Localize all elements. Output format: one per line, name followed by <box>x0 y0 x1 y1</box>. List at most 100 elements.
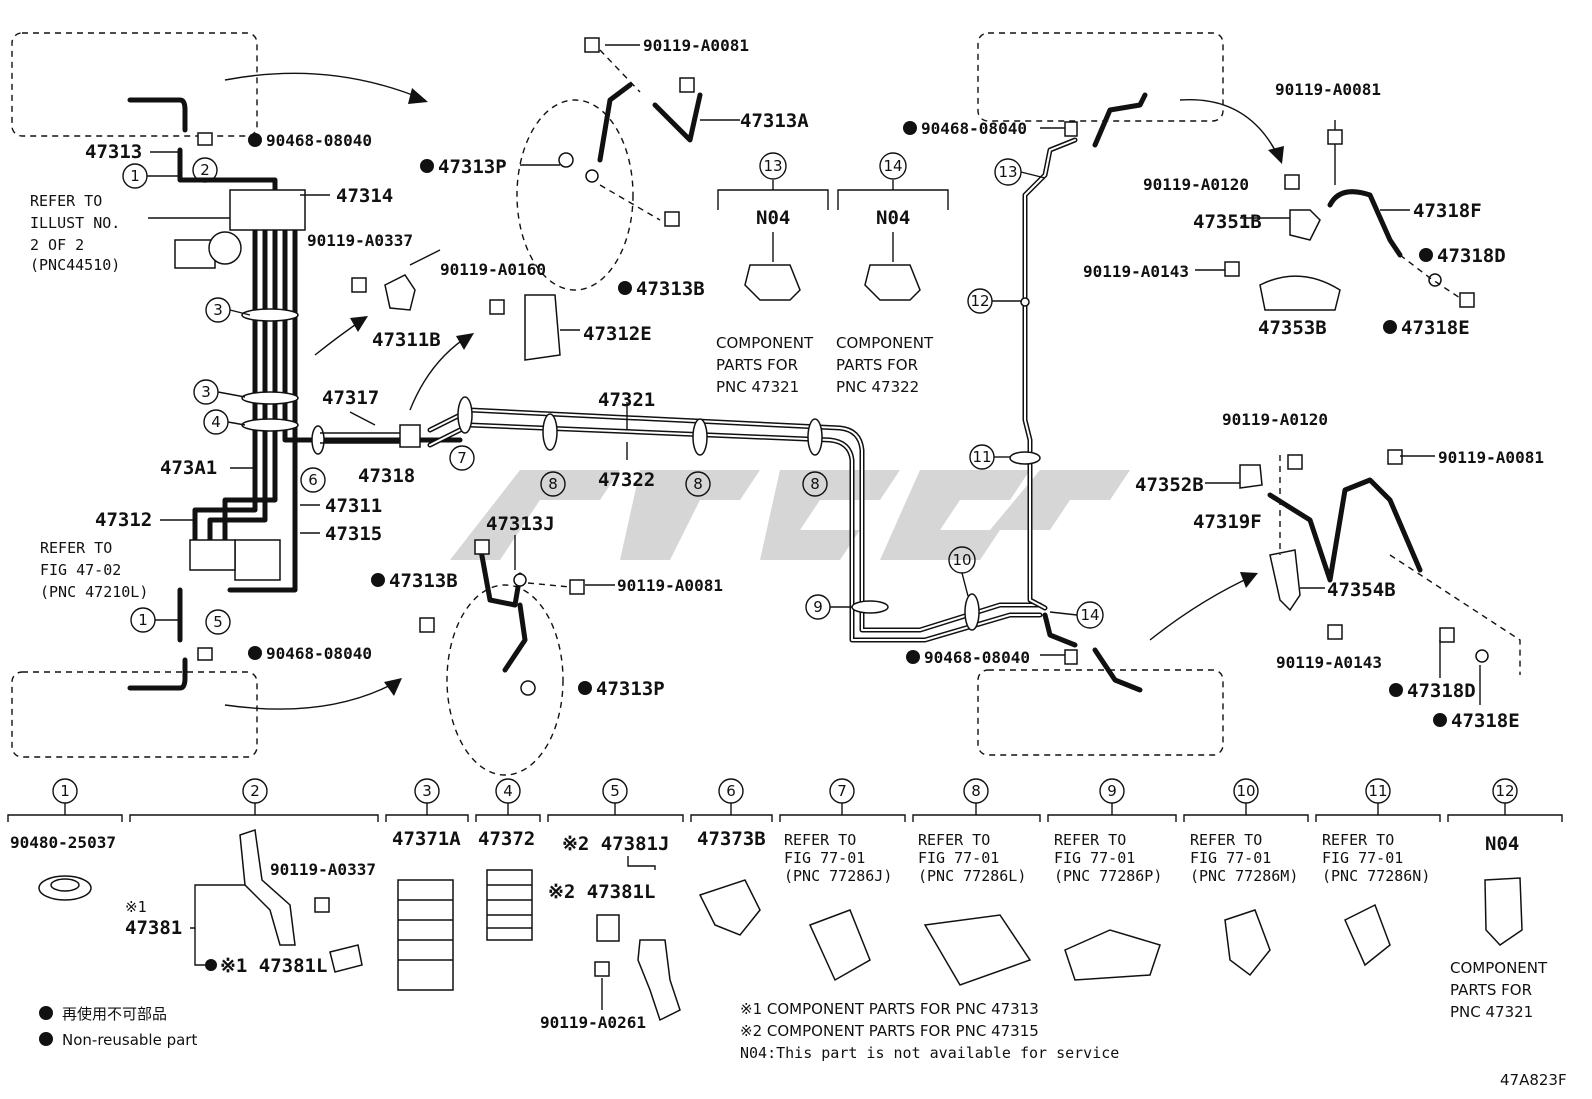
non-reusable-dot <box>578 681 592 695</box>
ref-box-bottom-right <box>977 669 1224 756</box>
figure-id: 47A823F <box>1500 1071 1567 1089</box>
label-n04-14: N04 <box>876 207 910 229</box>
label-47312: 47312 <box>95 509 152 531</box>
callout: 4 <box>211 413 221 431</box>
legend-en: Non-reusable part <box>62 1031 197 1049</box>
label-90119-A0120-a: 90119-A0120 <box>1143 175 1249 194</box>
table-num: 6 <box>726 782 736 800</box>
comp-14-line-1: COMPONENT <box>836 334 934 352</box>
non-reusable-dot <box>39 1006 53 1020</box>
arrows <box>224 72 1284 710</box>
comp-14-line-3: PNC 47322 <box>836 378 919 396</box>
upper-right-parts <box>1224 120 1475 311</box>
left-small-parts <box>197 121 1078 665</box>
label-47315: 47315 <box>325 523 382 545</box>
col8-line-1: REFER TO <box>918 831 990 849</box>
col10-line-1: REFER TO <box>1190 831 1262 849</box>
label-90119-A0120-b: 90119-A0120 <box>1222 410 1328 429</box>
callout: 10 <box>952 551 971 569</box>
label-47318F: 47318F <box>1413 200 1482 222</box>
non-reusable-dot <box>1433 713 1447 727</box>
comp-14-line-2: PARTS FOR <box>836 356 918 374</box>
label-90468-right-top: 90468-08040 <box>921 119 1027 138</box>
label-473A1: 473A1 <box>160 457 217 479</box>
refer-top-2: ILLUST NO. <box>30 214 120 232</box>
col12-note-2: PARTS FOR <box>1450 981 1532 999</box>
callout: 5 <box>213 613 223 631</box>
comp-13-line-2: PARTS FOR <box>716 356 798 374</box>
footnote-1: ※1 COMPONENT PARTS FOR PNC 47313 <box>740 1000 1039 1018</box>
clip-parts-13-14 <box>717 180 949 301</box>
legend: 再使用不可部品 Non-reusable part ※1 COMPONENT P… <box>39 1000 1567 1089</box>
label-90119-A0160: 90119-A0160 <box>440 260 546 279</box>
col2-bolt: 90119-A0337 <box>270 860 376 879</box>
label-47313A: 47313A <box>740 110 809 132</box>
label-47318: 47318 <box>358 465 415 487</box>
col9-line-2: FIG 77-01 <box>1054 849 1135 867</box>
comp-13-line-3: PNC 47321 <box>716 378 799 396</box>
col5-bolt: 90119-A0261 <box>540 1013 646 1032</box>
col12-note-1: COMPONENT <box>1450 959 1548 977</box>
col7-line-3: (PNC 77286J) <box>784 867 892 885</box>
leader-lines <box>148 44 1481 705</box>
col2-sub: ※1 47381L <box>220 955 327 977</box>
table-num: 12 <box>1495 782 1514 800</box>
label-47318E-a: 47318E <box>1401 317 1470 339</box>
label-90119-A0337: 90119-A0337 <box>307 231 413 250</box>
top-hose-assembly <box>516 37 703 291</box>
lower-right-parts <box>1239 449 1521 675</box>
refer-mid-2: FIG 47-02 <box>40 561 121 579</box>
col3-part: 47371A <box>392 828 461 850</box>
callout: 14 <box>1080 606 1099 624</box>
label-47318E-b: 47318E <box>1451 710 1520 732</box>
col11-line-3: (PNC 77286N) <box>1322 867 1430 885</box>
callout: 2 <box>200 161 210 179</box>
callouts: 1 2 3 3 4 6 7 8 8 8 1 5 13 14 13 12 11 1… <box>122 152 1104 635</box>
label-47321: 47321 <box>598 389 655 411</box>
main-tubes <box>320 396 1043 643</box>
non-reusable-dot <box>205 959 217 971</box>
table-num: 1 <box>60 782 70 800</box>
label-n04-13: N04 <box>756 207 790 229</box>
label-47354B: 47354B <box>1327 579 1396 601</box>
table-num: 10 <box>1236 782 1255 800</box>
label-47351B: 47351B <box>1193 211 1262 233</box>
label-47313B-a: 47313B <box>636 278 705 300</box>
non-reusable-dot <box>39 1032 53 1046</box>
col10-line-2: FIG 77-01 <box>1190 849 1271 867</box>
label-90119-A0143-a: 90119-A0143 <box>1083 262 1189 281</box>
callout: 8 <box>693 475 703 493</box>
label-47352B: 47352B <box>1135 474 1204 496</box>
callout: 3 <box>201 383 211 401</box>
callout: 7 <box>457 449 467 467</box>
non-reusable-dot <box>420 159 434 173</box>
comp-13-line-1: COMPONENT <box>716 334 814 352</box>
non-reusable-dot <box>1389 683 1403 697</box>
label-47353B: 47353B <box>1258 317 1327 339</box>
non-reusable-dot <box>1383 320 1397 334</box>
label-47313P-a: 47313P <box>438 156 507 178</box>
label-90119-A0143-b: 90119-A0143 <box>1276 653 1382 672</box>
refer-mid-1: REFER TO <box>40 539 112 557</box>
ref-box-top-right <box>977 32 1224 122</box>
callout: 3 <box>213 301 223 319</box>
label-47311B: 47311B <box>372 329 441 351</box>
refer-top-4: (PNC44510) <box>30 256 120 274</box>
col7-line-1: REFER TO <box>784 831 856 849</box>
col4-part: 47372 <box>478 828 535 850</box>
label-90468-bottom: 90468-08040 <box>266 644 372 663</box>
col2-mark: ※1 <box>125 898 147 916</box>
label-47313: 47313 <box>85 141 142 163</box>
col7-line-2: FIG 77-01 <box>784 849 865 867</box>
label-90468-right-bottom: 90468-08040 <box>924 648 1030 667</box>
non-reusable-dot <box>618 281 632 295</box>
callout: 9 <box>813 598 823 616</box>
label-47313B-b: 47313B <box>389 570 458 592</box>
col12-part: N04 <box>1485 833 1519 855</box>
col8-line-3: (PNC 77286L) <box>918 867 1026 885</box>
footnote-2: ※2 COMPONENT PARTS FOR PNC 47315 <box>740 1022 1039 1040</box>
non-reusable-dot <box>903 121 917 135</box>
footnote-3: N04:This part is not available for servi… <box>740 1044 1119 1062</box>
col10-line-3: (PNC 77286M) <box>1190 867 1298 885</box>
